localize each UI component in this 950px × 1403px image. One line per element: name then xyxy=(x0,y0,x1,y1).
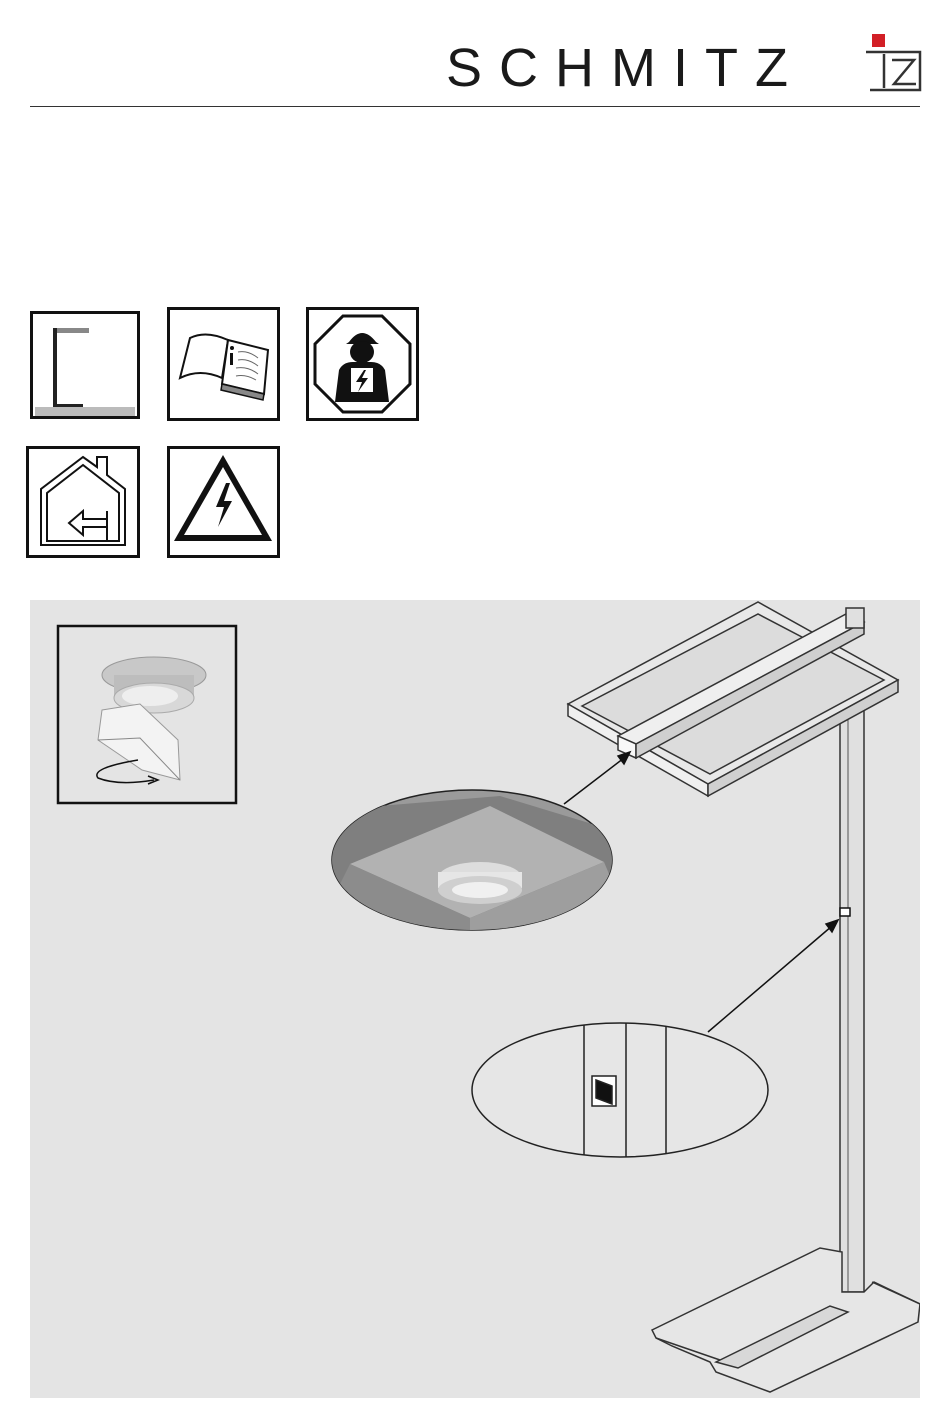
sensor-closeup xyxy=(332,790,620,940)
indoor-use-only-icon xyxy=(26,446,140,558)
illustration-panel xyxy=(30,600,920,1398)
floor-lamp-icon xyxy=(30,311,140,419)
pointer-arrows xyxy=(564,752,838,1032)
tz-logo-icon xyxy=(862,30,922,94)
electrician-installation-icon xyxy=(306,307,419,421)
switch-closeup xyxy=(472,1020,768,1160)
electrical-hazard-warning-icon xyxy=(167,446,280,558)
brand-name: SCHMITZ xyxy=(446,38,818,98)
read-manual-icon xyxy=(167,307,280,421)
sensor-rotate-detail xyxy=(58,626,236,803)
header-divider xyxy=(30,106,920,107)
floor-lamp xyxy=(568,602,920,1392)
